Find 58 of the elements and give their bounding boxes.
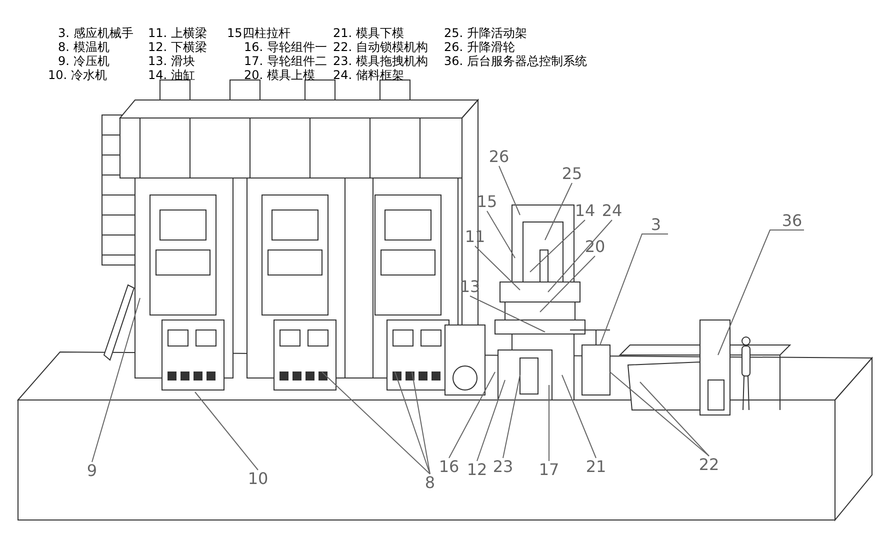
legend-entry: 13. 滑块 <box>148 54 195 68</box>
callout-number: 22 <box>697 456 721 474</box>
leader-line <box>530 220 586 272</box>
leader-line <box>562 374 596 458</box>
leader-line <box>498 166 520 216</box>
legend-entry: 36. 后台服务器总控制系统 <box>444 54 587 68</box>
callout-number: 25 <box>560 165 584 183</box>
leader-line <box>412 372 430 474</box>
legend-entry: 14. 油缸 <box>148 68 195 82</box>
legend-entry: 22. 自动锁模机构 <box>333 40 428 54</box>
legend-entry: 21. 模具下模 <box>333 26 404 40</box>
leader-line <box>610 372 710 456</box>
callout-number: 9 <box>80 462 104 480</box>
leader-line <box>448 372 496 458</box>
callout-number: 26 <box>487 148 511 166</box>
leader-line <box>92 298 140 462</box>
legend-entry: 9. 冷压机 <box>58 54 110 68</box>
legend-entry: 10. 冷水机 <box>48 68 107 82</box>
leader-line <box>540 256 596 312</box>
leader-line <box>544 182 572 240</box>
leader-line <box>394 372 430 474</box>
callout-number: 20 <box>583 238 607 256</box>
leader-line <box>470 296 546 332</box>
callout-number: 10 <box>246 470 270 488</box>
leader-line <box>502 374 520 458</box>
callout-number: 17 <box>537 461 561 479</box>
legend-entry: 11. 上横梁 <box>148 26 207 40</box>
legend-entry: 26. 升降滑轮 <box>444 40 515 54</box>
legend-entry: 24. 储料框架 <box>333 68 404 82</box>
leader-line <box>322 372 430 474</box>
leader-line <box>600 234 668 346</box>
callout-number: 23 <box>491 458 515 476</box>
legend-entry: 12. 下横梁 <box>148 40 207 54</box>
legend-entry: 20. 模具上模 <box>244 68 315 82</box>
leader-line <box>548 220 612 292</box>
callout-number: 21 <box>584 458 608 476</box>
legend-entry: 16. 导轮组件一 <box>244 40 327 54</box>
callout-number: 12 <box>465 461 489 479</box>
callout-number: 14 <box>573 202 597 220</box>
callout-number: 3 <box>644 216 668 234</box>
legend-entry: 17. 导轮组件二 <box>244 54 327 68</box>
callout-number: 16 <box>437 458 461 476</box>
legend-entry: 25. 升降活动架 <box>444 26 527 40</box>
legend-entry: 8. 模温机 <box>58 40 110 54</box>
leader-line <box>194 392 258 470</box>
leader-line <box>486 210 516 258</box>
leader-line <box>718 230 804 356</box>
callout-number: 15 <box>475 193 499 211</box>
leader-line <box>476 380 506 462</box>
leader-line <box>474 246 520 290</box>
legend-entry: 3. 感应机械手 <box>58 26 134 40</box>
leader-line <box>640 382 710 456</box>
leader-line <box>548 384 550 462</box>
callout-number: 36 <box>780 212 804 230</box>
legend-entry: 23. 模具拖拽机构 <box>333 54 428 68</box>
callout-number: 8 <box>418 474 442 492</box>
callout-number: 24 <box>600 202 624 220</box>
legend-entry: 15四柱拉杆 <box>227 26 290 40</box>
